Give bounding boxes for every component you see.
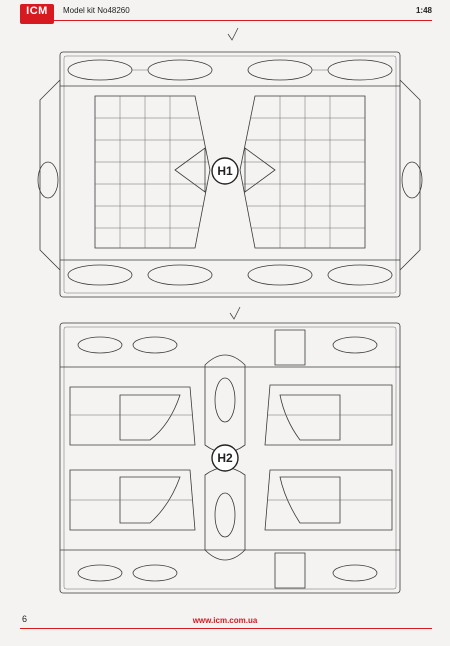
page-number: 6	[22, 614, 28, 624]
h1-right-panel	[239, 95, 366, 249]
header-divider	[20, 20, 432, 21]
website-link[interactable]: www.icm.com.ua	[192, 616, 258, 625]
h1-top-parts	[67, 59, 393, 81]
h2-left-bays	[69, 386, 196, 531]
kit-number: Model kit No48260	[63, 6, 130, 15]
sprue-h1-drawing: H1	[37, 27, 423, 298]
logo-text: ICM	[26, 5, 48, 17]
h2-bottom-parts	[77, 552, 378, 589]
check-mark-icon	[227, 27, 239, 41]
h1-left-panel	[94, 95, 211, 249]
h2-right-bays	[264, 384, 393, 531]
check-mark-icon	[229, 306, 241, 320]
scale-label: 1:48	[415, 6, 432, 15]
sprue-h2-label: H2	[217, 451, 233, 465]
footer-divider	[20, 628, 432, 629]
h1-bottom-parts	[67, 264, 393, 286]
h2-top-parts	[77, 329, 378, 366]
sprue-h2-drawing: H2	[59, 306, 401, 594]
sprue-h1-label: H1	[217, 164, 233, 178]
icm-logo: ICM	[20, 4, 54, 24]
